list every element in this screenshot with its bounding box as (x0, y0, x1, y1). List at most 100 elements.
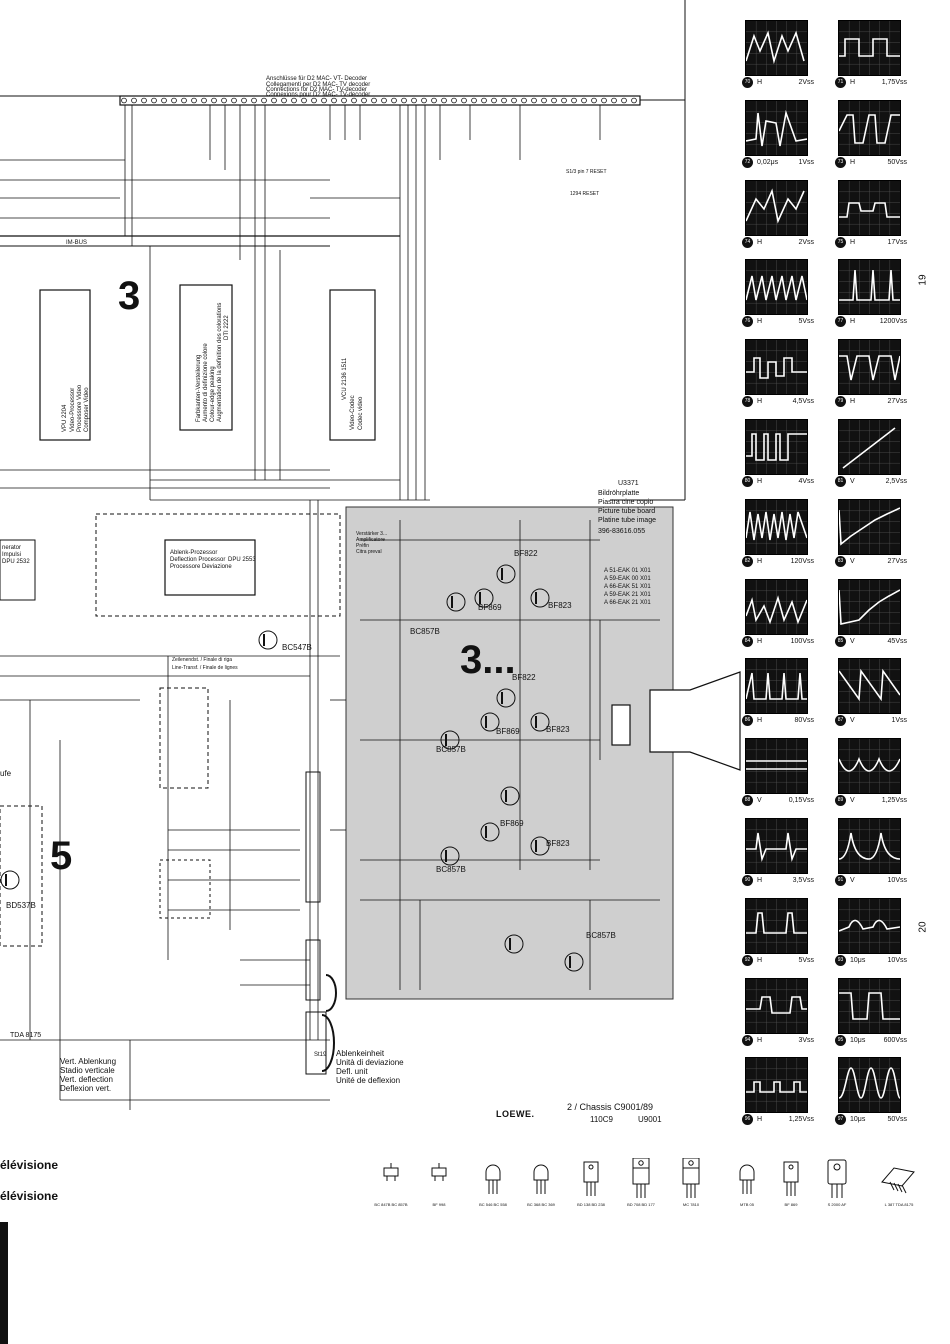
oscilloscope-trace (745, 498, 808, 555)
trace-amplitude: 4Vss (798, 478, 814, 485)
connector-pin (321, 97, 327, 104)
connector-pin (471, 97, 477, 104)
trace-amplitude: 1,25Vss (881, 797, 907, 805)
connector-pin (441, 97, 447, 104)
deflection-processor-chip (164, 539, 256, 596)
board-variant-5: A 66-EAK 21 X01 (604, 600, 651, 606)
oscilloscope-trace (838, 578, 901, 635)
connector-pin (141, 97, 147, 104)
trace-amplitude: 1Vss (798, 158, 814, 166)
package-outline: S 2000 AF (826, 1158, 848, 1207)
trace-amplitude: 10Vss (887, 956, 907, 964)
connector-pin (341, 97, 347, 104)
connector-pin (181, 97, 187, 104)
trace-mode: H (757, 318, 763, 326)
connector-pin (401, 97, 407, 104)
board-part-number: 396-83616.055 (598, 528, 646, 535)
video-codec-part: VCU 2136 1511 (342, 357, 348, 400)
oscilloscope-trace (838, 1057, 901, 1114)
section-number-board: 3... (460, 638, 516, 682)
trace-mode: V (850, 478, 855, 485)
section-number-ic: 3 (118, 274, 141, 318)
line-label-2: Line-Transf. / Finale de lignes (172, 665, 238, 671)
trace-mode: H (850, 318, 856, 326)
deflection-unit-line-3: Defl. unit (336, 1067, 368, 1076)
trace-waveform (746, 511, 807, 540)
connector-pin (601, 97, 607, 104)
transistor-symbol (500, 786, 520, 806)
package-to126-icon (783, 1161, 799, 1196)
package-sot23-icon (383, 1163, 399, 1181)
transistor-label-bf869-3: BF869 (500, 819, 524, 828)
board-code: U3371 (618, 480, 639, 487)
deflection-processor-line-3: Processore Deviazione (170, 564, 232, 570)
colour-decoder-line-4: Augmentation de la definition des colora… (217, 302, 223, 422)
package-label: BD 138 BD 238 (577, 1202, 605, 1207)
trace-mode: H (757, 398, 763, 406)
transistor-label-bf823-3: BF823 (546, 839, 570, 848)
trace-number: 86 (742, 715, 753, 727)
transistor-symbol (474, 588, 494, 608)
connector-pin (311, 97, 317, 104)
video-codec-line-2: Codec video (358, 396, 364, 430)
oscilloscope-trace (745, 259, 808, 316)
connector-pin (501, 97, 507, 104)
oscilloscope-trace (745, 20, 808, 76)
video-codec-line-1: Video-Codec (350, 395, 356, 430)
trace-mode: H (757, 1116, 763, 1124)
amp-label-3: Préfin (356, 543, 370, 549)
colour-decoder-line-2: Aumento di definizione colore (203, 343, 209, 422)
trace-mode: H (757, 79, 763, 86)
trace-mode: H (757, 238, 763, 246)
trace-number: 97 (835, 1114, 846, 1126)
package-label: L 387 TDA 8175 (884, 1202, 914, 1207)
package-outline: BC 546 BC 558 (479, 1158, 507, 1207)
transistor-symbol (496, 564, 516, 584)
connector-pin (621, 97, 627, 104)
video-processor-chip (39, 289, 91, 441)
trace-mode: V (850, 637, 855, 645)
trace-number: 91 (835, 875, 846, 886)
trace-mode: H (757, 478, 763, 485)
footer-brand: LOEWE. (496, 1109, 535, 1119)
trace-mode: V (757, 797, 762, 805)
page-number-bottom: 20 (917, 921, 929, 933)
package-label: BC 847B BC 857B (374, 1202, 408, 1207)
trace-waveform (746, 673, 807, 701)
connector-pin (231, 97, 237, 104)
trace-amplitude: 1,75Vss (881, 79, 907, 86)
bus-label: IM-BUS (66, 240, 87, 246)
oscilloscope-trace (838, 738, 901, 795)
trace-number: 82 (742, 555, 753, 567)
amp-label-4: Citra preval (356, 549, 382, 555)
package-outline: BC 368 BC 369 (527, 1158, 555, 1207)
colour-decoder-part: DTI 2222 (224, 315, 230, 340)
trace-waveform (839, 355, 900, 381)
oscilloscope-trace (838, 99, 901, 156)
trace-number: 89 (835, 795, 846, 807)
package-outline: MC 7810 (680, 1157, 702, 1207)
vert-deflection-line-2: Stadio verticale (60, 1066, 115, 1075)
board-variant-2: A 59-EAK 00 X01 (604, 576, 651, 582)
left-edge-bar (0, 1222, 8, 1344)
package-label: BC 368 BC 369 (527, 1202, 555, 1207)
vert-deflection-line-3: Vert. deflection (60, 1075, 113, 1084)
amp-label-1: Verstärker 3... (356, 531, 388, 537)
picture-tube (649, 671, 741, 771)
trace-amplitude: 50Vss (887, 158, 907, 166)
trace-amplitude: 50Vss (887, 1116, 907, 1124)
oscilloscope-trace (745, 738, 808, 795)
trace-amplitude: 1Vss (891, 717, 907, 725)
transistor-label-bf823-1: BF823 (548, 601, 572, 610)
deflection-processor-part: DPU 2553 (228, 557, 256, 563)
